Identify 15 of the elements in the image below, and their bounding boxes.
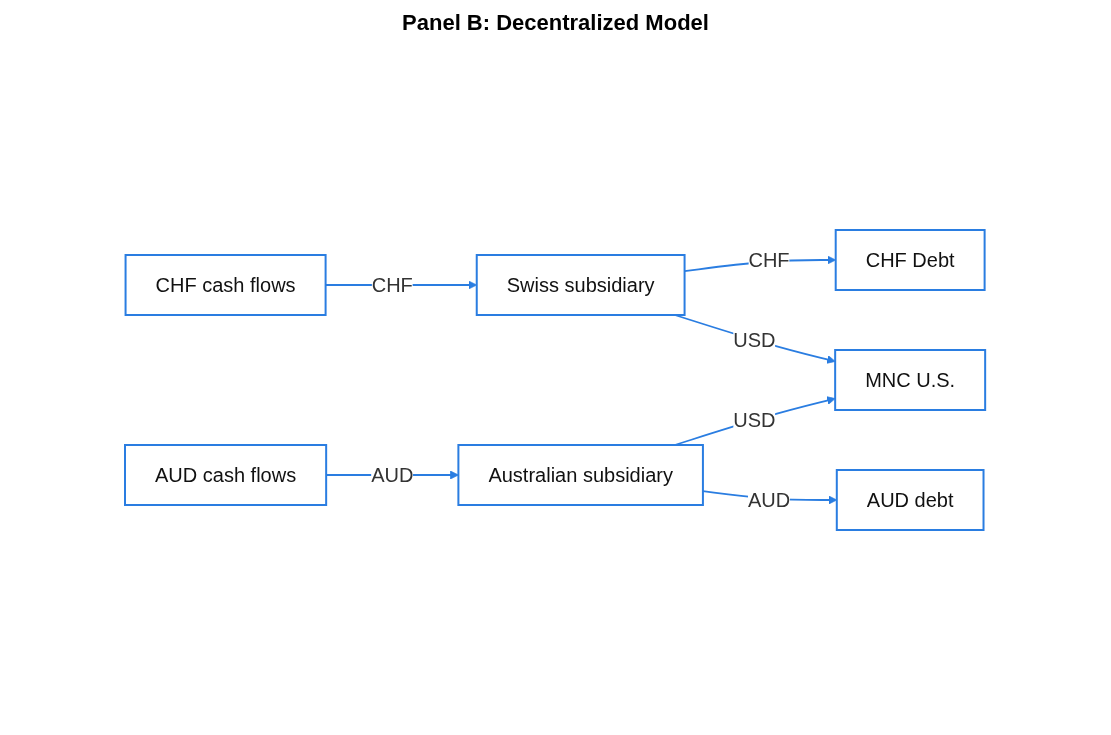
node-box: AUD cash flows bbox=[124, 444, 328, 506]
diagram-title: Panel B: Decentralized Model bbox=[401, 10, 710, 36]
node-box: MNC U.S. bbox=[834, 349, 987, 411]
edge-label: CHF bbox=[372, 274, 414, 296]
edge-label: USD bbox=[733, 329, 776, 352]
arrow bbox=[674, 396, 836, 446]
edge-label: AUD bbox=[371, 464, 414, 486]
node-box: CHF cash flows bbox=[125, 254, 327, 316]
edge-label: AUD bbox=[748, 489, 791, 511]
edge-label: USD bbox=[733, 408, 776, 431]
node-box: CHF Debt bbox=[835, 229, 987, 291]
node-box: Australian subsidiary bbox=[457, 444, 705, 506]
node-box: AUD debt bbox=[836, 469, 985, 531]
node-box: Swiss subsidiary bbox=[476, 254, 686, 316]
edge-label: CHF bbox=[748, 249, 791, 271]
